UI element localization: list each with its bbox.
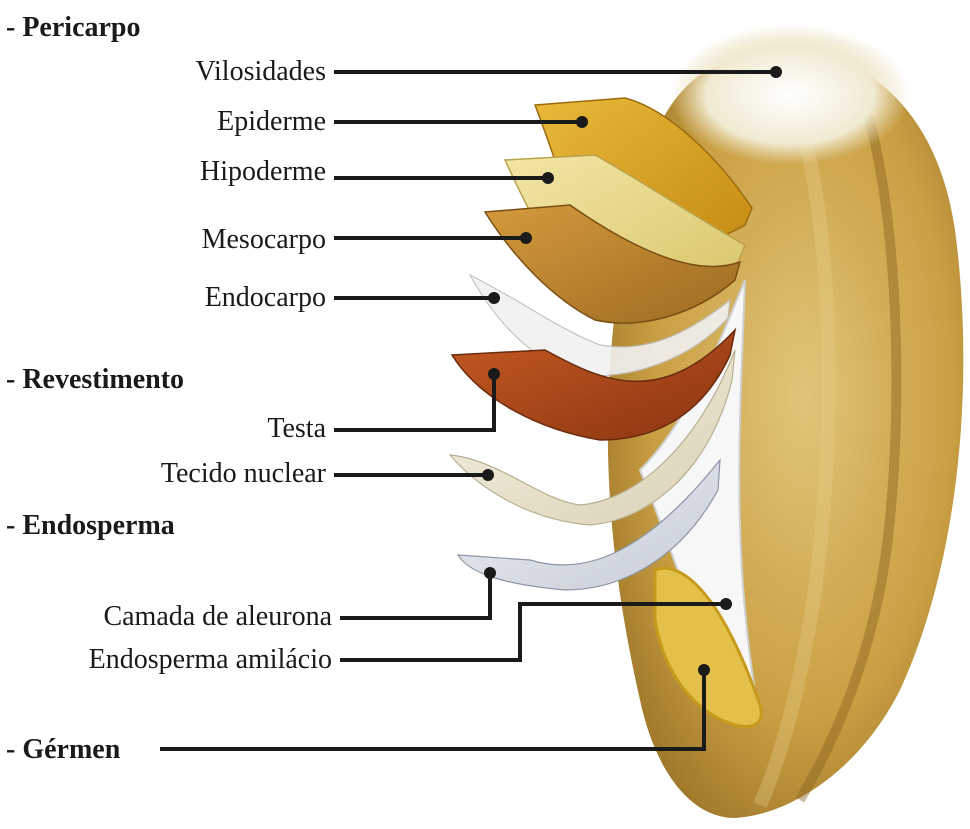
label-vilosidades: Vilosidades bbox=[195, 58, 326, 86]
label-tecido-nuclear: Tecido nuclear bbox=[161, 460, 326, 488]
label-epiderme: Epiderme bbox=[217, 108, 326, 136]
dot-hipoderme bbox=[542, 172, 554, 184]
section-pericarpo: - Pericarpo bbox=[6, 14, 141, 42]
leader-testa bbox=[334, 374, 494, 430]
label-mesocarpo: Mesocarpo bbox=[202, 226, 326, 254]
label-hipoderme: Hipoderme bbox=[200, 158, 326, 186]
dot-endocarpo bbox=[488, 292, 500, 304]
grain-hairs bbox=[670, 25, 910, 165]
dot-endosperma-amilacio bbox=[720, 598, 732, 610]
dot-tecido-nuclear bbox=[482, 469, 494, 481]
label-endosperma-amilacio: Endosperma amilácio bbox=[89, 646, 332, 674]
leader-camada-aleurona bbox=[340, 573, 490, 618]
dot-vilosidades bbox=[770, 66, 782, 78]
section-revestimento: - Revestimento bbox=[6, 366, 184, 394]
dot-epiderme bbox=[576, 116, 588, 128]
section-germen: - Gérmen bbox=[6, 736, 120, 764]
label-camada-aleurona: Camada de aleurona bbox=[103, 603, 332, 631]
dot-camada-aleurona bbox=[484, 567, 496, 579]
leader-germen bbox=[160, 670, 704, 749]
label-testa: Testa bbox=[267, 415, 326, 443]
dot-mesocarpo bbox=[520, 232, 532, 244]
section-endosperma: - Endosperma bbox=[6, 512, 175, 540]
label-endocarpo: Endocarpo bbox=[205, 284, 326, 312]
dot-germen bbox=[698, 664, 710, 676]
dot-testa bbox=[488, 368, 500, 380]
